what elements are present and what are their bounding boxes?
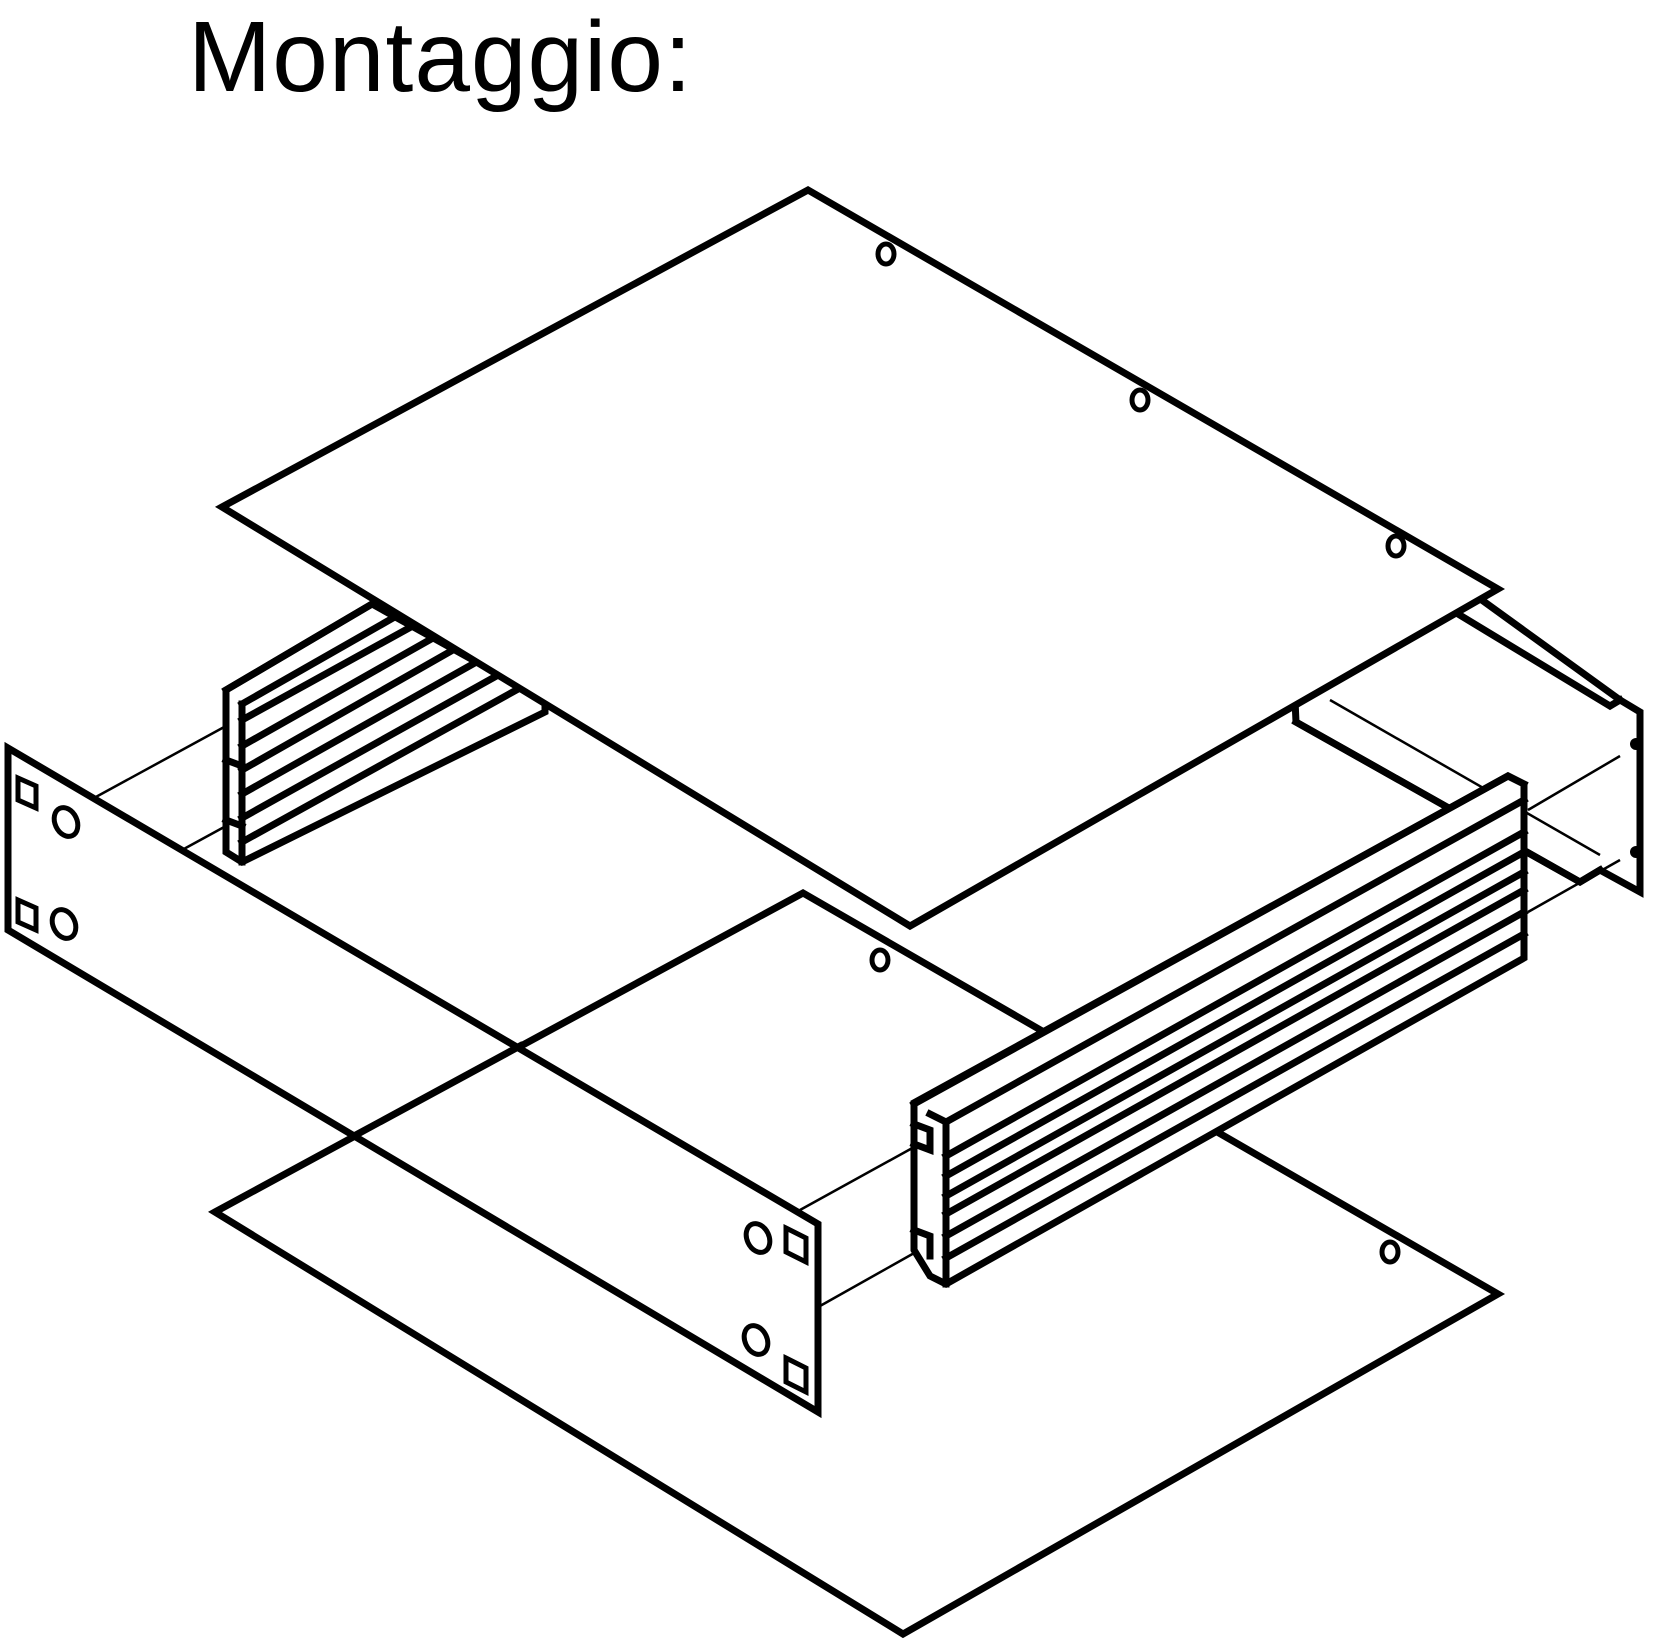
- assembly-guide-lines: [93, 724, 917, 1308]
- front-panel-square-hole: [783, 1223, 809, 1267]
- top-cover-hole: [1385, 533, 1407, 559]
- front-panel-square-hole: [15, 896, 39, 934]
- rear-panel-hole: [1630, 846, 1642, 858]
- front-panel-round-hole: [741, 1323, 771, 1357]
- left-side-profile: [221, 599, 549, 867]
- top-cover: [214, 185, 1506, 931]
- top-cover-hole: [1129, 387, 1151, 413]
- front-panel-round-hole: [51, 805, 81, 839]
- bottom-cover-edges-overlay: [349, 1041, 525, 1141]
- rear-panel: [1286, 586, 1644, 914]
- front-panel: [4, 741, 822, 1419]
- bottom-cover-hole: [1379, 1239, 1401, 1265]
- front-panel-round-hole: [743, 1221, 773, 1255]
- diagram-title: Montaggio:: [188, 1, 693, 113]
- bottom-cover-hole: [869, 947, 891, 973]
- right-side-profile: [909, 772, 1529, 1288]
- front-panel-square-hole: [783, 1353, 809, 1397]
- rear-panel-hole: [1630, 738, 1642, 750]
- front-panel-round-hole: [49, 907, 79, 941]
- top-cover-hole: [875, 241, 897, 267]
- front-panel-square-hole: [15, 774, 39, 812]
